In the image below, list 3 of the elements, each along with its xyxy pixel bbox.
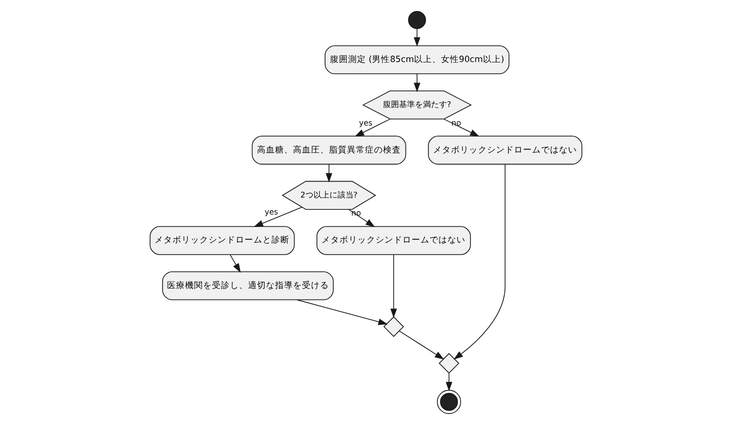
edge-label: yes bbox=[358, 118, 372, 128]
edge-label: no bbox=[450, 118, 461, 128]
edge-label: yes bbox=[264, 207, 278, 216]
